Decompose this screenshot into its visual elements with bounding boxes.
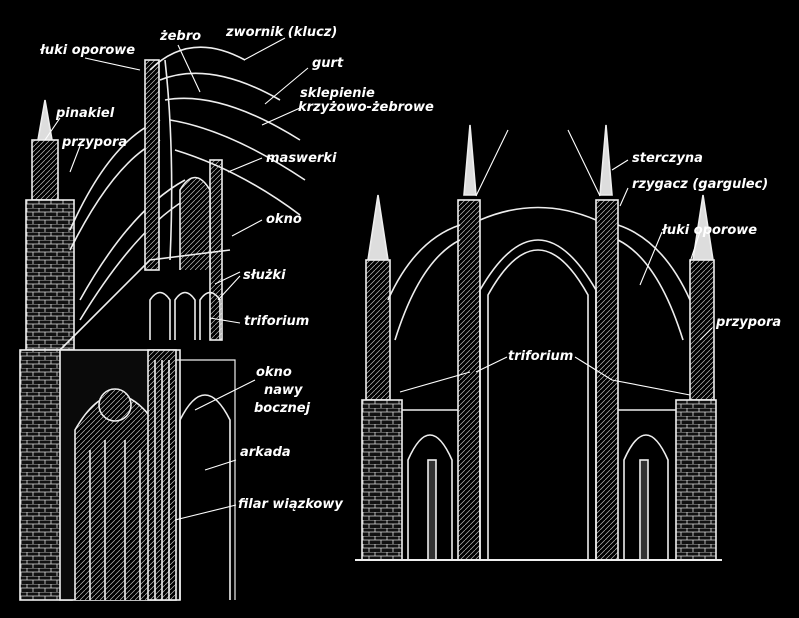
label-luki-oporowe-right: łuki oporowe bbox=[662, 223, 758, 238]
label-okno-nawy-3: bocznej bbox=[254, 401, 311, 416]
leader-lines-right bbox=[399, 129, 713, 396]
label-sklepienie: sklepienie bbox=[300, 86, 375, 101]
label-triforium-center: triforium bbox=[508, 349, 574, 364]
label-sluzki: służki bbox=[243, 268, 286, 283]
label-przypora-left: przypora bbox=[62, 135, 128, 150]
label-arkada: arkada bbox=[240, 445, 291, 460]
label-okno: okno bbox=[266, 212, 302, 227]
label-sterczyna: sterczyna bbox=[632, 151, 703, 166]
label-zwornik: zwornik (klucz) bbox=[226, 25, 338, 40]
label-triforium-left: triforium bbox=[244, 314, 310, 329]
label-krzyzowo-zebrowe: krzyżowo-żebrowe bbox=[298, 100, 434, 115]
label-gurt: gurt bbox=[312, 56, 344, 71]
label-zebro: żebro bbox=[160, 29, 202, 44]
label-rzygacz: rzygacz (gargulec) bbox=[632, 177, 769, 192]
label-okno-nawy-1: okno bbox=[256, 365, 292, 380]
label-przypora-right: przypora bbox=[716, 315, 782, 330]
left-perspective-view bbox=[19, 46, 306, 601]
label-luki-oporowe-left: łuki oporowe bbox=[40, 43, 136, 58]
label-pinakiel: pinakiel bbox=[56, 106, 115, 121]
label-okno-nawy-2: nawy bbox=[264, 383, 303, 398]
leader-lines-left bbox=[44, 37, 309, 521]
label-filar-wiazkowy: filar wiązkowy bbox=[238, 497, 343, 512]
label-maswerki: maswerki bbox=[266, 151, 337, 166]
